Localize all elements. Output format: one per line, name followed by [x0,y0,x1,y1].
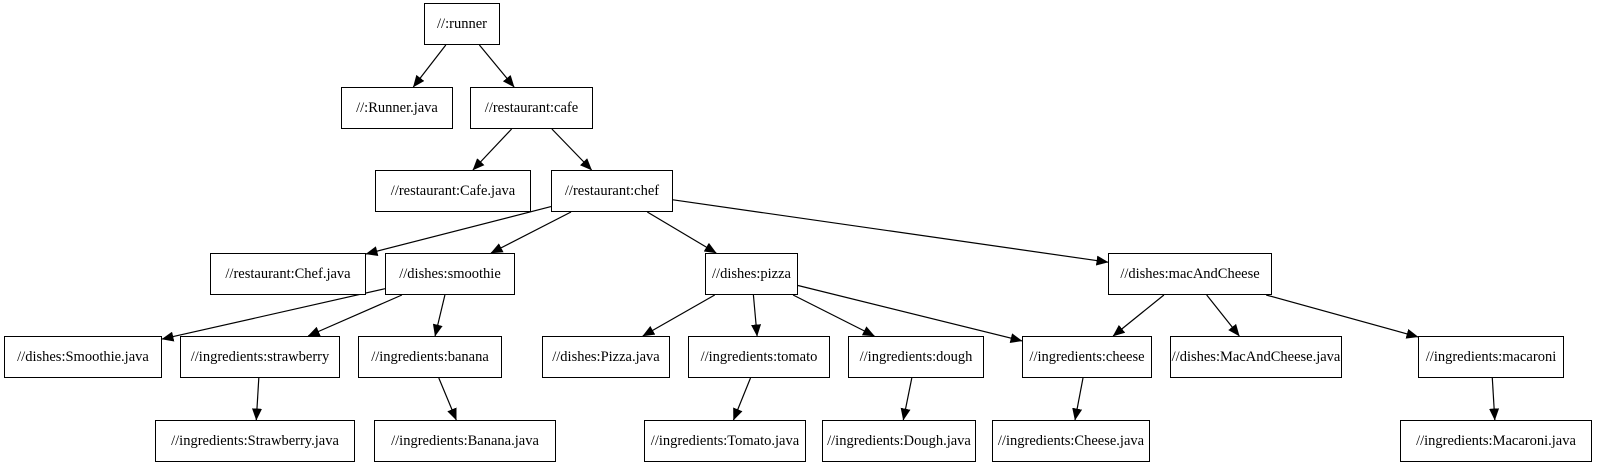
graph-edge-banana-banana_java [438,377,457,421]
graph-node-chef: //restaurant:chef [551,170,673,212]
graph-node-strawberry: //ingredients:strawberry [180,336,340,378]
graph-edge-pizza-tomato [751,294,762,337]
graph-edge-chef-chef_java [365,206,552,256]
graph-node-pizza_java: //dishes:Pizza.java [542,336,670,378]
graph-edge-pizza-cheese [797,284,1023,343]
graph-node-macandcheese: //dishes:macAndCheese [1108,253,1272,295]
graph-edge-tomato-tomato_java [732,377,752,421]
graph-node-cheese_java: //ingredients:Cheese.java [992,420,1150,462]
graph-edge-cheese-cheese_java [1072,377,1084,421]
graph-edge-cafe-chef [551,128,593,171]
graph-edge-chef-smoothie [490,211,572,254]
graph-node-macaroni_java: //ingredients:Macaroni.java [1400,420,1592,462]
graph-edge-smoothie-banana [432,294,446,337]
graph-node-cheese: //ingredients:cheese [1022,336,1152,378]
graph-node-smoothie_java: //dishes:Smoothie.java [4,336,162,378]
graph-edge-pizza-pizza_java [642,294,715,337]
graph-edge-runner-cafe [478,44,515,88]
graph-node-runner_java: //:Runner.java [341,87,453,129]
graph-node-cafe_java: //restaurant:Cafe.java [375,170,531,212]
graph-node-cafe: //restaurant:cafe [470,87,593,129]
graph-node-tomato: //ingredients:tomato [688,336,830,378]
graph-node-banana: //ingredients:banana [358,336,502,378]
graph-edge-strawberry-strawberry_java [251,377,262,421]
graph-edge-chef-pizza [646,211,717,254]
graph-edge-macaroni-macaroni_java [1489,377,1500,421]
graph-node-macaroni: //ingredients:macaroni [1418,336,1564,378]
graph-node-smoothie: //dishes:smoothie [385,253,515,295]
graph-edges [161,44,1500,421]
graph-node-banana_java: //ingredients:Banana.java [374,420,556,462]
graph-node-pizza: //dishes:pizza [705,253,798,295]
graph-edge-macandcheese-macandcheese_java [1206,294,1240,337]
graph-edge-pizza-dough [792,294,875,337]
graph-node-runner: //:runner [424,3,500,45]
graph-node-macandcheese_java: //dishes:MacAndCheese.java [1170,336,1342,378]
graph-edge-cafe-cafe_java [472,128,513,171]
graph-edge-chef-macandcheese [672,199,1109,266]
graph-node-tomato_java: //ingredients:Tomato.java [644,420,806,462]
graph-edge-smoothie-strawberry [307,294,403,337]
graph-edge-dough-dough_java [900,377,913,421]
graph-node-chef_java: //restaurant:Chef.java [210,253,366,295]
graph-edge-smoothie-smoothie_java [161,288,386,342]
graph-edge-runner-runner_java [412,44,447,88]
graph-node-dough_java: //ingredients:Dough.java [822,420,976,462]
graph-node-dough: //ingredients:dough [848,336,984,378]
graph-edge-macandcheese-cheese [1112,294,1165,337]
graph-node-strawberry_java: //ingredients:Strawberry.java [155,420,355,462]
graph-edge-macandcheese-macaroni [1266,294,1419,339]
